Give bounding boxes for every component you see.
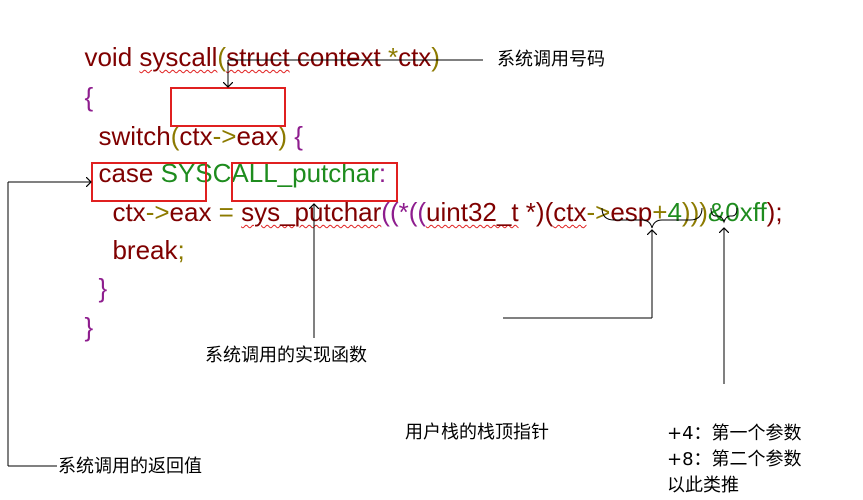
note-offset-2: +8：第二个参数: [667, 449, 802, 470]
cast-open: (*((: [389, 197, 427, 227]
function-sys-putchar: sys_putchar: [241, 197, 382, 227]
open-paren: (: [217, 42, 227, 72]
assign-equals: =: [211, 197, 242, 227]
note-user-stack-pointer: 用户栈的栈顶指针: [405, 422, 549, 443]
code-line-break: break;: [98, 205, 185, 265]
param-ctx: ctx: [398, 42, 432, 72]
code-line-signature: void syscall(struct context *ctx): [70, 12, 440, 72]
arrow-syscall-number: [228, 59, 483, 87]
assign-eax: eax: [169, 197, 212, 227]
brace-user-stack-pointer: [503, 207, 703, 319]
code-line-open-brace: {: [70, 52, 93, 112]
switch-brace: {: [287, 121, 303, 151]
function-name-syscall: syscall: [139, 42, 218, 72]
func-close-brace: }: [84, 312, 94, 342]
note-implementation: 系统调用的实现函数: [205, 345, 367, 366]
statement-end: );: [766, 197, 783, 227]
cast-close: *)(: [518, 197, 554, 227]
assign-ctx: ctx: [112, 197, 146, 227]
assign-arrow: ->: [145, 197, 170, 227]
highlight-box-sys-putchar: [231, 162, 398, 202]
type-context: context: [289, 42, 388, 72]
arrow-return-value: [7, 182, 91, 467]
switch-arrow: ->: [212, 121, 237, 151]
switch-close-brace: }: [98, 273, 108, 303]
case-colon: :: [378, 158, 387, 188]
esp-arrow: ->: [586, 197, 611, 227]
highlight-box-switch-eax: [170, 87, 286, 127]
keyword-struct: struct: [226, 42, 290, 72]
open-brace: {: [84, 82, 94, 112]
keyword-switch: switch: [98, 121, 171, 151]
brace-offset: [710, 207, 738, 384]
code-line-switch-close: }: [84, 243, 107, 303]
mask-0xff: &0xff: [707, 197, 767, 227]
note-syscall-number: 系统调用号码: [497, 49, 605, 70]
note-return-value: 系统调用的返回值: [58, 456, 202, 477]
deref-close: ))): [681, 197, 708, 227]
highlight-box-ctx-eax: [91, 162, 207, 202]
switch-open-paren: (: [170, 121, 180, 151]
esp-ctx: ctx: [553, 197, 587, 227]
code-line-func-close: }: [70, 282, 93, 342]
note-offset-1: +4：第一个参数: [667, 423, 802, 444]
call-open-paren: (: [381, 197, 390, 227]
switch-close-paren: ): [278, 121, 288, 151]
break-semicolon: ;: [177, 235, 185, 265]
type-uint32: uint32_t: [426, 197, 519, 227]
note-offset-3: 以此类推: [667, 475, 739, 496]
esp-field: esp: [610, 197, 653, 227]
keyword-void: void: [84, 42, 133, 72]
pointer-star: *: [387, 42, 399, 72]
keyword-break: break: [112, 235, 178, 265]
close-paren: ): [431, 42, 440, 72]
code-line-assign: ctx->eax = sys_putchar((*((uint32_t *)(c…: [98, 167, 783, 227]
